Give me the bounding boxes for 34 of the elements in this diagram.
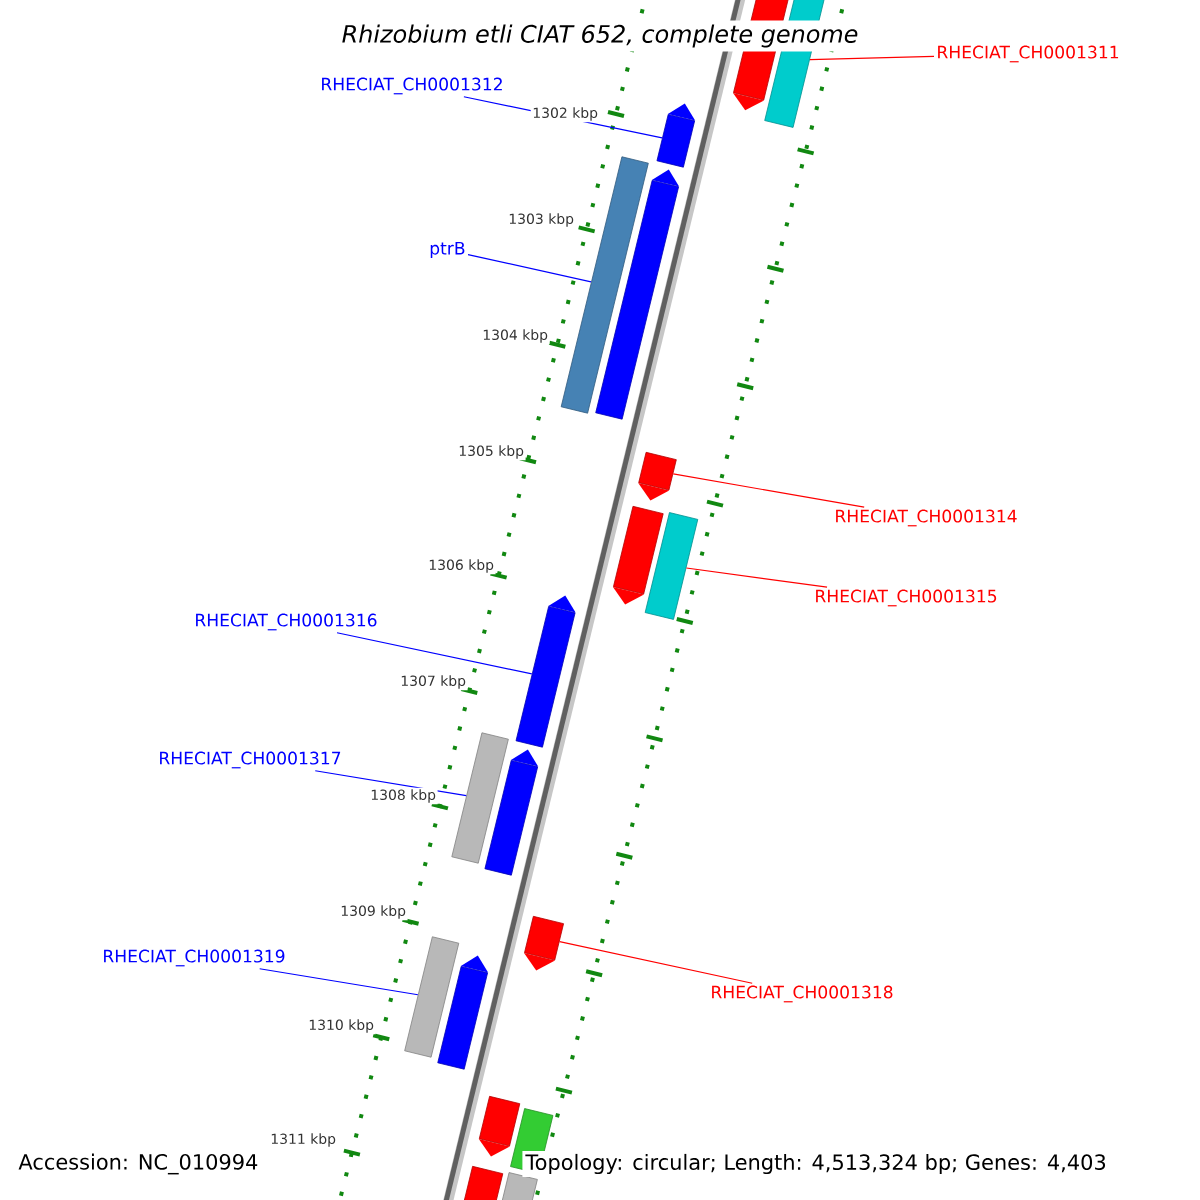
leader-line bbox=[685, 567, 828, 588]
gene-feature bbox=[612, 505, 664, 605]
leader-line bbox=[259, 968, 419, 996]
gene-label: RHECIAT_CH0001317 bbox=[160, 751, 341, 769]
gene-label: RHECIAT_CH0001316 bbox=[196, 613, 377, 631]
gene-bar bbox=[463, 1165, 504, 1200]
gene-feature bbox=[515, 595, 576, 748]
gene-label: RHECIAT_CH0001318 bbox=[712, 985, 893, 1003]
gene-feature bbox=[638, 451, 677, 501]
leader-line bbox=[336, 632, 533, 675]
gene-feature bbox=[437, 955, 489, 1070]
gene-label: ptrB bbox=[430, 242, 465, 258]
gene-bar bbox=[501, 1172, 538, 1200]
gene-feature bbox=[484, 749, 539, 876]
gene-feature bbox=[656, 103, 696, 168]
gene-label: RHECIAT_CH0001319 bbox=[104, 949, 285, 967]
leader-line bbox=[314, 770, 467, 797]
accession-label: Accession: NC_010994 bbox=[18, 1153, 258, 1175]
gene-label: RHECIAT_CH0001311 bbox=[938, 45, 1119, 63]
leader-line bbox=[467, 253, 592, 283]
gene-label: RHECIAT_CH0001315 bbox=[816, 589, 997, 607]
gene-label: RHECIAT_CH0001312 bbox=[322, 77, 502, 95]
leader-line bbox=[559, 940, 753, 984]
title: Rhizobium etli CIAT 652, complete genome bbox=[337, 20, 863, 52]
gene-feature bbox=[478, 1095, 521, 1157]
leader-line bbox=[809, 55, 935, 61]
gene-feature bbox=[524, 915, 564, 971]
gene-bar bbox=[404, 936, 460, 1058]
gene-feature bbox=[595, 169, 680, 420]
gene-bar bbox=[451, 732, 509, 864]
gene-label: RHECIAT_CH0001314 bbox=[836, 509, 1017, 527]
leader-line bbox=[672, 473, 865, 508]
gene-bar bbox=[644, 512, 699, 620]
genome-info-label: Topology: circular; Length: 4,513,324 bp; Genes: 4,403 bbox=[522, 1150, 1110, 1178]
